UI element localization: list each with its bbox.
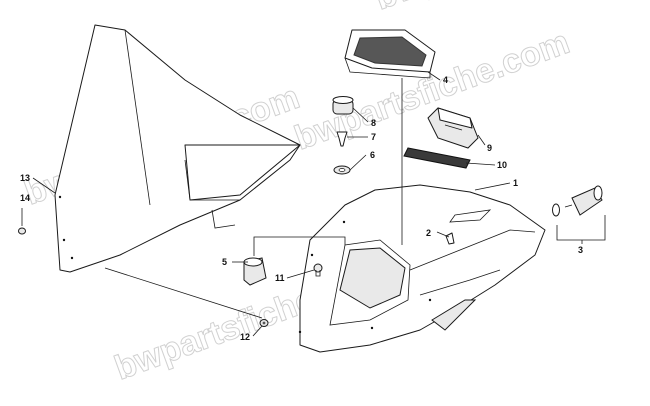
callout-12: 12 — [240, 332, 250, 342]
callout-5: 5 — [222, 257, 227, 267]
light-housing-9 — [427, 107, 479, 149]
washer-6 — [333, 165, 351, 175]
clip-2 — [445, 232, 455, 245]
screw-7 — [336, 131, 348, 147]
windshield — [54, 24, 301, 273]
callout-1: 1 — [513, 178, 518, 188]
callout-9: 9 — [487, 143, 492, 153]
callout-2: 2 — [426, 228, 431, 238]
callout-3: 3 — [578, 245, 583, 255]
callout-14: 14 — [20, 193, 30, 203]
callouts: 1 2 3 4 5 6 7 8 9 10 11 12 13 14 — [20, 75, 583, 342]
bulb-assembly-3 — [552, 185, 603, 217]
grommet-12 — [259, 319, 269, 327]
callout-10: 10 — [497, 160, 507, 170]
callout-8: 8 — [371, 118, 376, 128]
callout-7: 7 — [371, 132, 376, 142]
callout-13: 13 — [20, 173, 30, 183]
screw-11 — [313, 263, 323, 277]
callout-11: 11 — [275, 273, 285, 283]
bulb-socket-5 — [243, 257, 267, 286]
gasket-10 — [403, 147, 471, 169]
callout-4: 4 — [443, 75, 448, 85]
leader-lines — [21, 71, 606, 337]
watermark-text: bwpartsfiche.com — [370, 0, 650, 18]
watermark-text: bwpartsfiche.com — [290, 23, 575, 158]
cap-8 — [332, 96, 354, 115]
nut-14 — [18, 227, 26, 235]
callout-6: 6 — [370, 150, 375, 160]
hood-nosepan — [298, 184, 546, 353]
grille-screen — [344, 29, 436, 79]
